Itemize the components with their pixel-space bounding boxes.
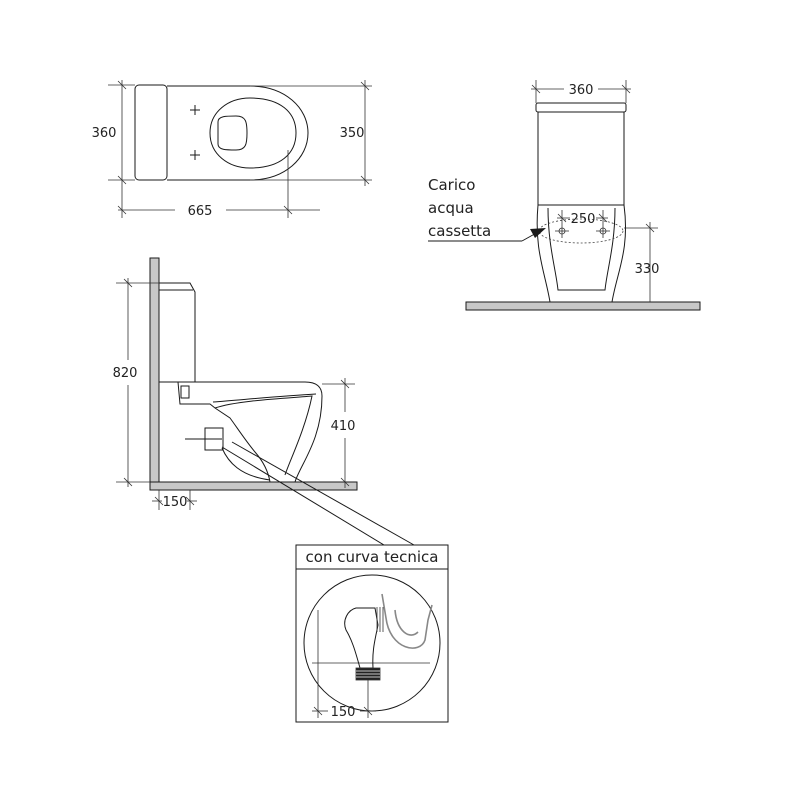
- top-view-length-label: 665: [188, 204, 213, 219]
- detail-elbow: [344, 607, 379, 669]
- front-view-pedestal-inner: [547, 207, 616, 291]
- detail-dim-offset: 150: [312, 663, 376, 720]
- side-view-drain: [221, 447, 271, 481]
- top-view: 360 350 665: [92, 80, 372, 219]
- top-view-bowl-rim: [209, 97, 297, 169]
- detail-offset-label: 150: [331, 705, 356, 720]
- front-view: 360 250 330 Carico acqua cassetta: [428, 80, 701, 311]
- front-view-pedestal: [536, 204, 627, 303]
- front-view-floor: [465, 301, 701, 311]
- side-view-dim-height: 820: [113, 278, 159, 487]
- side-view-flush-button: [180, 385, 190, 399]
- front-view-width-label: 360: [569, 83, 594, 98]
- side-view-seat: [212, 393, 317, 403]
- water-inlet-label-line-1: Carico: [428, 176, 475, 194]
- front-view-inlet-holes: [555, 224, 610, 238]
- front-view-inlet-zone: [538, 218, 624, 244]
- side-view: 820 410 150: [113, 257, 415, 546]
- side-view-outlet-offset-label: 150: [163, 495, 188, 510]
- front-view-dim-inlet-height: 330: [624, 222, 659, 302]
- front-view-inlet-spacing-label: 250: [571, 212, 596, 227]
- top-view-width-label: 360: [92, 126, 117, 141]
- detail-circle: [303, 574, 441, 712]
- detail-elbow-threads: [355, 667, 381, 681]
- detail-pipe-bend: [381, 593, 433, 649]
- side-view-seat-height-label: 410: [331, 419, 356, 434]
- side-view-dim-seat-height: 410: [322, 378, 355, 488]
- detail-title: con curva tecnica: [306, 548, 439, 566]
- detail-panel: con curva tecnica: [295, 544, 449, 723]
- side-view-wall: [149, 257, 160, 491]
- front-view-dim-width: 360: [531, 80, 631, 103]
- top-view-bowl-opening: [217, 115, 248, 151]
- top-view-dim-width: 360: [92, 80, 135, 185]
- front-view-tank-lid: [535, 102, 627, 113]
- side-view-height-label: 820: [113, 366, 138, 381]
- detail-leader-2: [231, 441, 415, 546]
- top-view-tank: [134, 84, 168, 181]
- water-inlet-callout: Carico acqua cassetta: [428, 176, 546, 242]
- side-view-dim-outlet-offset: 150: [152, 490, 197, 510]
- water-inlet-label-line-2: acqua: [428, 199, 474, 217]
- front-view-dim-inlet-spacing: 250: [557, 210, 608, 227]
- side-view-tank: [159, 282, 196, 383]
- top-view-bowl-outline: [167, 85, 309, 181]
- detail-elbow-flange: [376, 607, 384, 632]
- side-view-floor: [149, 481, 358, 491]
- top-view-mounting-holes: [190, 105, 200, 160]
- front-view-tank: [537, 112, 625, 206]
- water-inlet-arrow-icon: [530, 228, 546, 238]
- side-view-bowl-inner: [214, 395, 313, 476]
- top-view-dim-length: 665: [117, 150, 320, 219]
- top-view-dim-depth: 350: [250, 80, 372, 186]
- water-inlet-label-line-3: cassetta: [428, 222, 491, 240]
- detail-leader-1: [221, 446, 385, 546]
- side-view-bowl: [177, 381, 323, 483]
- detail-frame: [295, 544, 449, 723]
- front-view-inlet-height-label: 330: [635, 262, 660, 277]
- top-view-depth-label: 350: [340, 126, 365, 141]
